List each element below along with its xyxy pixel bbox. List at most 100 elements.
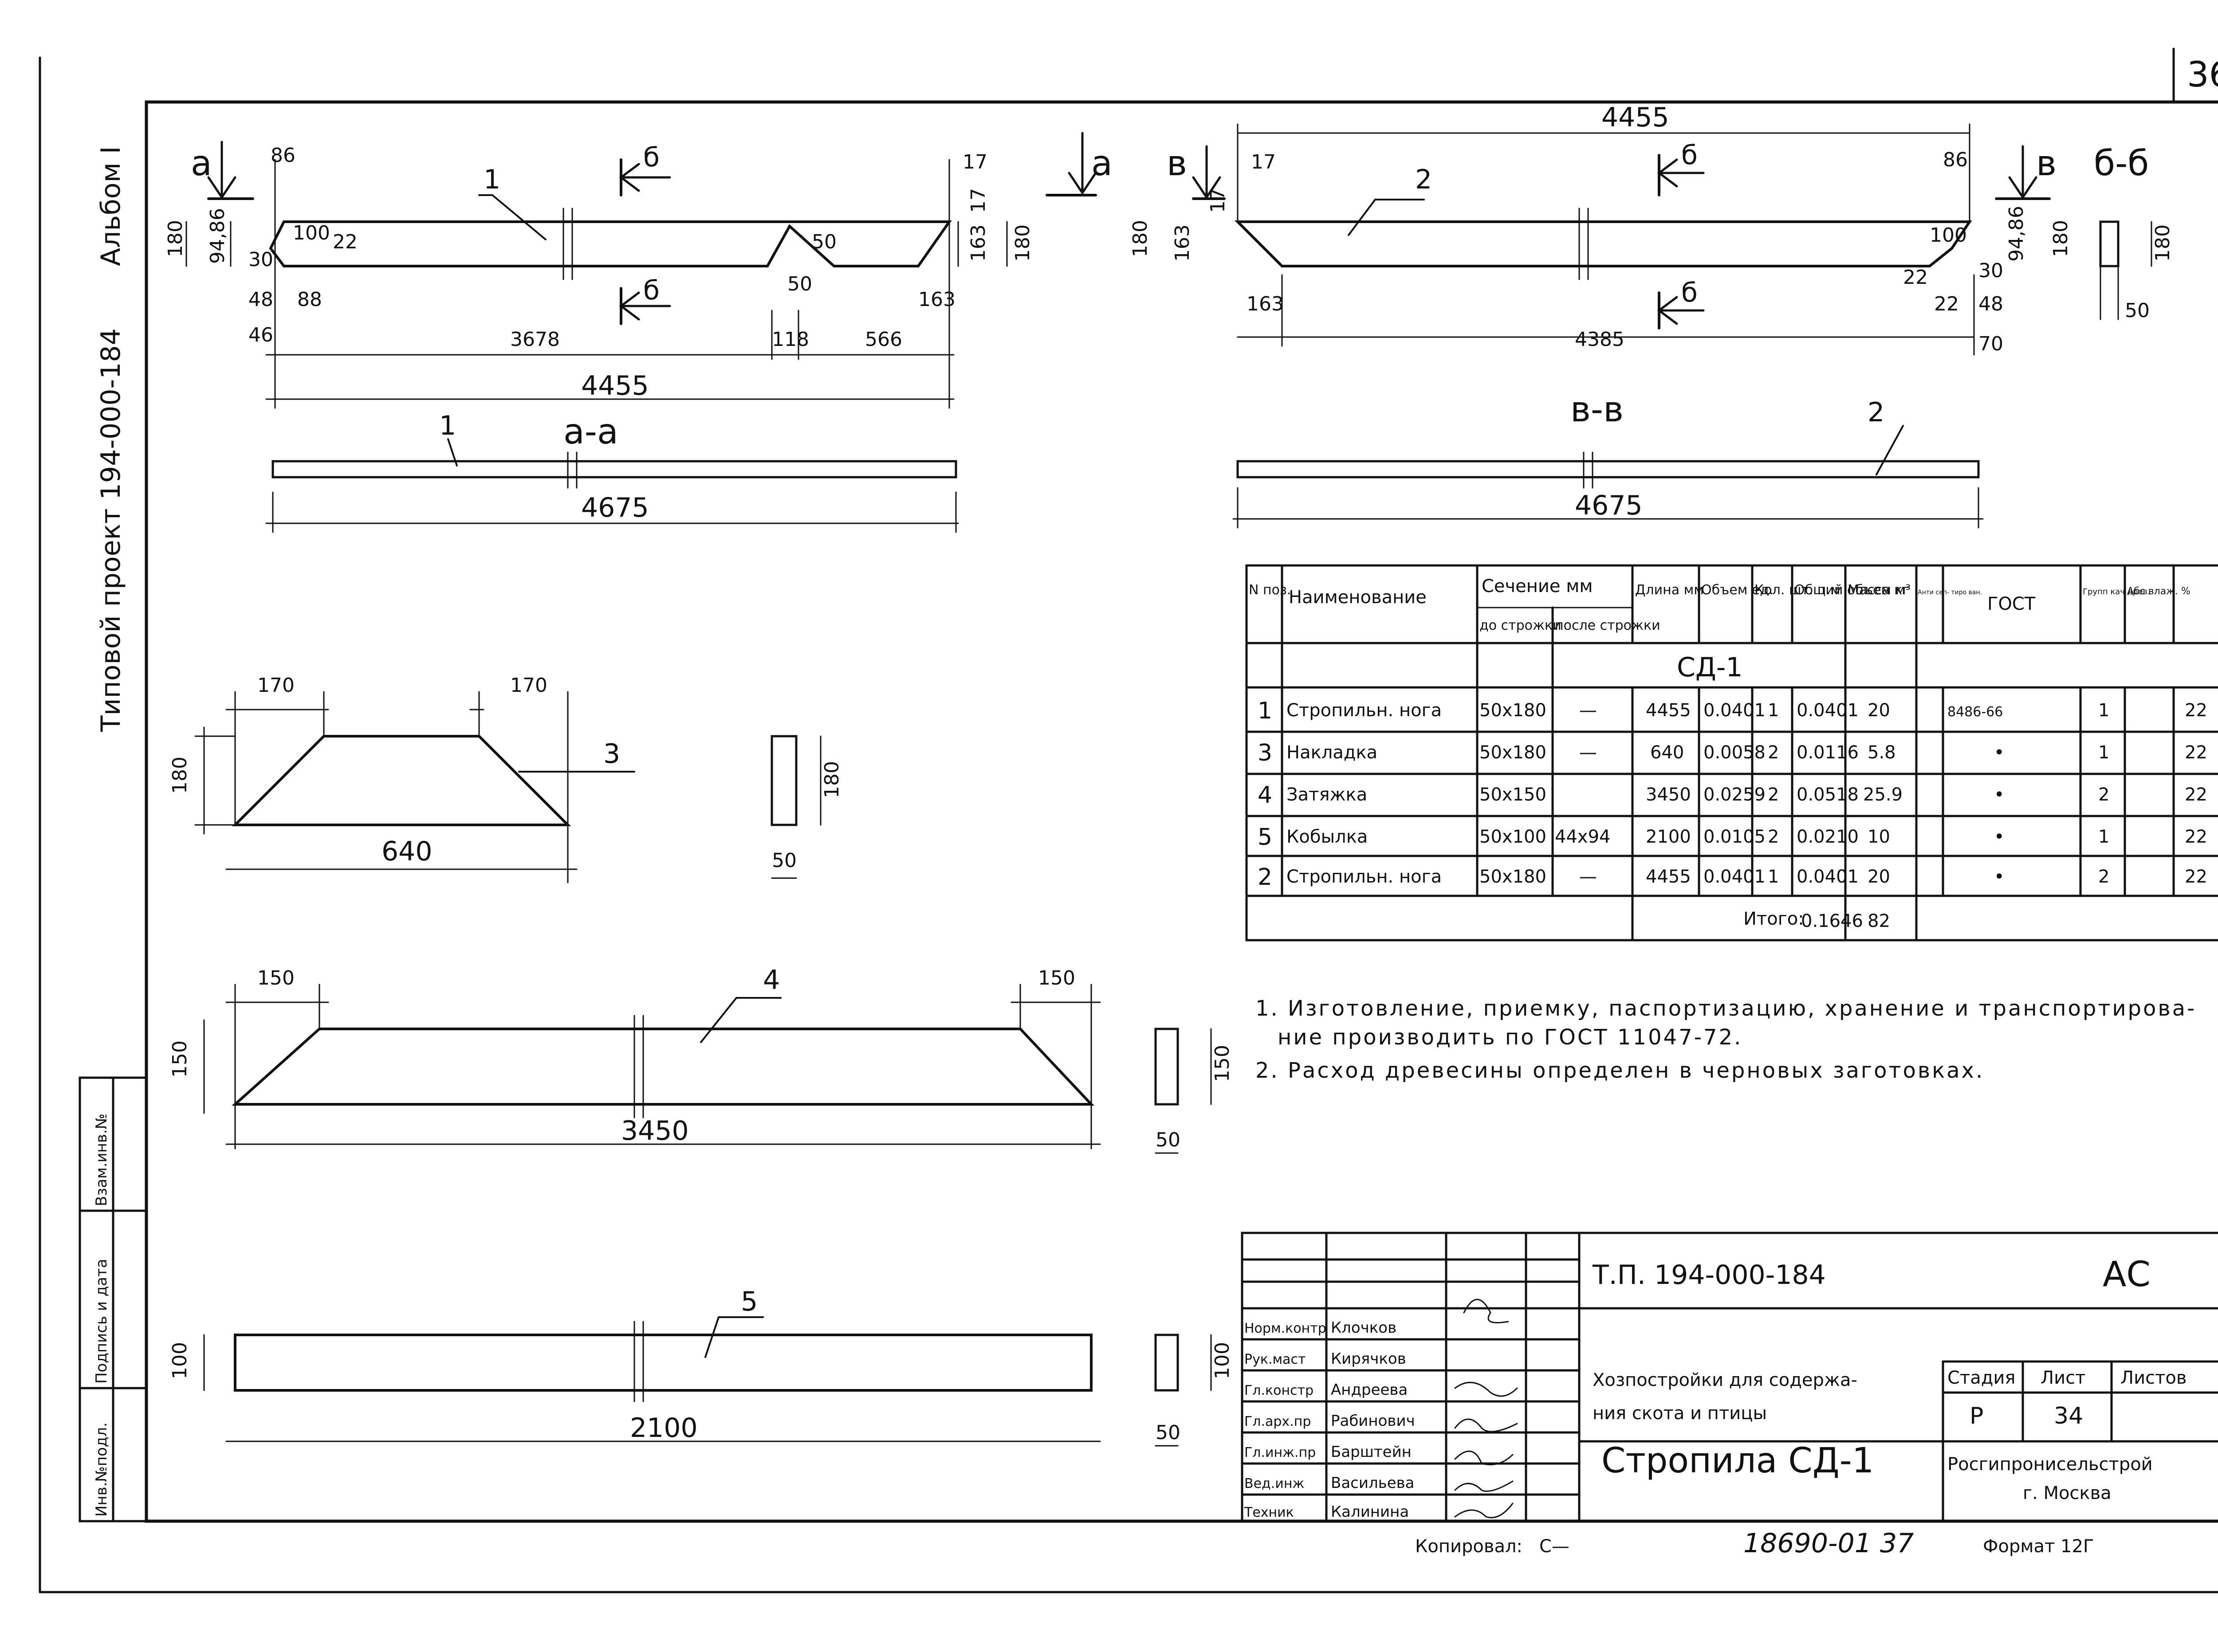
board-aa-length: 4675 (581, 492, 649, 523)
part4-right: 150 (1038, 967, 1075, 989)
table-row: 1 Стропильн. нога 50x180 — 4455 0.0401 1… (1258, 698, 2207, 724)
row3-group: 2 (2098, 785, 2109, 805)
board-vv-length: 4675 (1575, 490, 1643, 521)
part-4-view (203, 984, 1212, 1154)
th-moisture: Абс влаж. % (2127, 586, 2190, 597)
row4-name: Кобылка (1286, 827, 1368, 847)
row5-before: 50x180 (1479, 867, 1546, 887)
doc-code: Т.П. 194-000-184 (1592, 1260, 1826, 1291)
row2-before: 50x180 (1479, 742, 1546, 763)
rafter2-dim-163-left: 163 (1247, 293, 1284, 315)
row1-vol: 0.0401 (1703, 700, 1766, 721)
row3-before: 50x150 (1479, 785, 1546, 805)
row5-pos: 2 (1258, 864, 1272, 891)
row4-moist: 22 (2185, 827, 2207, 847)
rafter1-dim-180-right: 180 (1011, 224, 1034, 262)
rafter-2-view (1192, 123, 2152, 356)
rafter2-dim-180: 180 (1129, 220, 1152, 257)
part5-sec-w: 50 (1156, 1421, 1180, 1444)
section-bb-width: 50 (2125, 299, 2150, 322)
row4-vol: 0.0105 (1703, 827, 1766, 847)
part5-height: 100 (169, 1342, 191, 1379)
row2-group: 1 (2098, 742, 2109, 763)
section-marker-b-bottom: б (643, 275, 660, 306)
table-row: 4 Затяжка 50x150 3450 0.0259 2 0.0518 25… (1258, 782, 2207, 808)
sheet-frame (39, 47, 2218, 1593)
row4-after: 44x94 (1555, 827, 1610, 847)
side-title-album: Альбом I (95, 146, 126, 267)
sheets-label: Листов (2120, 1368, 2187, 1388)
role-2: Гл.констр (1244, 1383, 1313, 1398)
row1-group: 1 (2098, 700, 2109, 721)
th-volume: Объем ед. (1701, 582, 1774, 598)
row1-length: 4455 (1646, 700, 1691, 721)
row2-name: Накладка (1286, 742, 1377, 763)
part3-sec-w: 50 (772, 849, 797, 872)
row5-mass: 20 (1868, 867, 1890, 887)
margin-label-replace: Взам.инв.№ (93, 1114, 110, 1206)
board-vv-pos: 2 (1868, 397, 1884, 428)
th-mass: Масса кг (1848, 582, 1909, 598)
rafter2-dim-17: 17 (1251, 151, 1276, 173)
th-antisept: Анти сеп- тиро ван. (1918, 589, 1982, 596)
row4-mass: 10 (1868, 827, 1890, 847)
margin-label-sign: Подпись и дата (93, 1259, 110, 1384)
rafter1-notch-50a: 50 (812, 231, 837, 253)
row5-total: 0.0401 (1797, 867, 1859, 887)
name-0: Клочков (1331, 1319, 1396, 1337)
th-group: Групп кач древ. (2083, 587, 2150, 596)
rafter1-dim-88: 88 (297, 288, 322, 311)
section-marker-v-left: в (1167, 144, 1187, 184)
object-line-1: Хозпостройки для содержа- (1593, 1370, 1857, 1390)
part5-length: 2100 (630, 1413, 698, 1444)
table-row: 3 Накладка 50x180 — 640 0.0058 2 0.0116 … (1258, 740, 2207, 766)
doc-mark: АС (2103, 1255, 2151, 1295)
margin-stamp (79, 1076, 148, 1523)
section-title-vv: в-в (1570, 390, 1624, 430)
row3-pos: 4 (1258, 782, 1272, 808)
role-3: Гл.арх.пр (1244, 1414, 1311, 1429)
note-line-1: 1. Изготовление, приемку, паспортизацию,… (1255, 996, 2196, 1021)
section-marker-b2-top: б (1681, 140, 1698, 171)
part4-length: 3450 (621, 1115, 689, 1146)
row5-after: — (1579, 867, 1597, 887)
part3-pos: 3 (603, 738, 620, 769)
row3-qty: 2 (1768, 785, 1779, 805)
row4-qty: 2 (1768, 827, 1779, 847)
row1-pos: 1 (1258, 698, 1272, 724)
row4-group: 1 (2098, 827, 2109, 847)
row2-vol: 0.0058 (1703, 742, 1766, 763)
th-name: Наименование (1289, 587, 1427, 608)
row5-length: 4455 (1646, 867, 1691, 887)
row2-qty: 2 (1768, 742, 1779, 763)
section-bb-height: 180 (2151, 224, 2174, 262)
row5-vol: 0.0401 (1703, 867, 1766, 887)
row1-mass: 20 (1868, 700, 1890, 721)
row4-total: 0.0210 (1797, 827, 1859, 847)
total-label: Итого: (1743, 909, 1804, 929)
part3-height: 180 (169, 757, 191, 794)
name-6: Калинина (1331, 1503, 1409, 1521)
copied-label: Копировал: (1415, 1536, 1522, 1557)
row2-total: 0.0116 (1797, 742, 1859, 763)
sheet-label: Лист (2041, 1368, 2085, 1388)
rafter2-dim-4455: 4455 (1601, 102, 1669, 133)
rafter-1-view (185, 132, 1097, 409)
rafter1-dim-94-86: 94,86 (206, 208, 229, 264)
th-after: после строжки (1555, 618, 1660, 633)
name-4: Барштейн (1331, 1443, 1412, 1461)
side-title-project: Типовой проект 194-000-184 (95, 328, 126, 732)
rafter2-dim-4385: 4385 (1575, 328, 1624, 351)
margin-label-inv: Инв.№подл. (93, 1422, 110, 1517)
total-mass: 82 (1868, 911, 1890, 931)
org-line-1: Росгипронисельстрой (1947, 1454, 2153, 1475)
rafter2-dim-48: 48 (1978, 293, 2003, 315)
rafter2-dim-94-86: 94,86 (2005, 206, 2028, 262)
rafter1-dim-566: 566 (865, 328, 902, 351)
role-1: Рук.маст (1244, 1352, 1306, 1367)
row3-mass: 25.9 (1863, 785, 1903, 805)
rafter1-dim-163: 163 (918, 288, 956, 311)
rafter2-dim-30: 30 (1978, 259, 2003, 282)
row1-before: 50x180 (1479, 700, 1546, 721)
th-pos: N поз. (1249, 582, 1291, 598)
